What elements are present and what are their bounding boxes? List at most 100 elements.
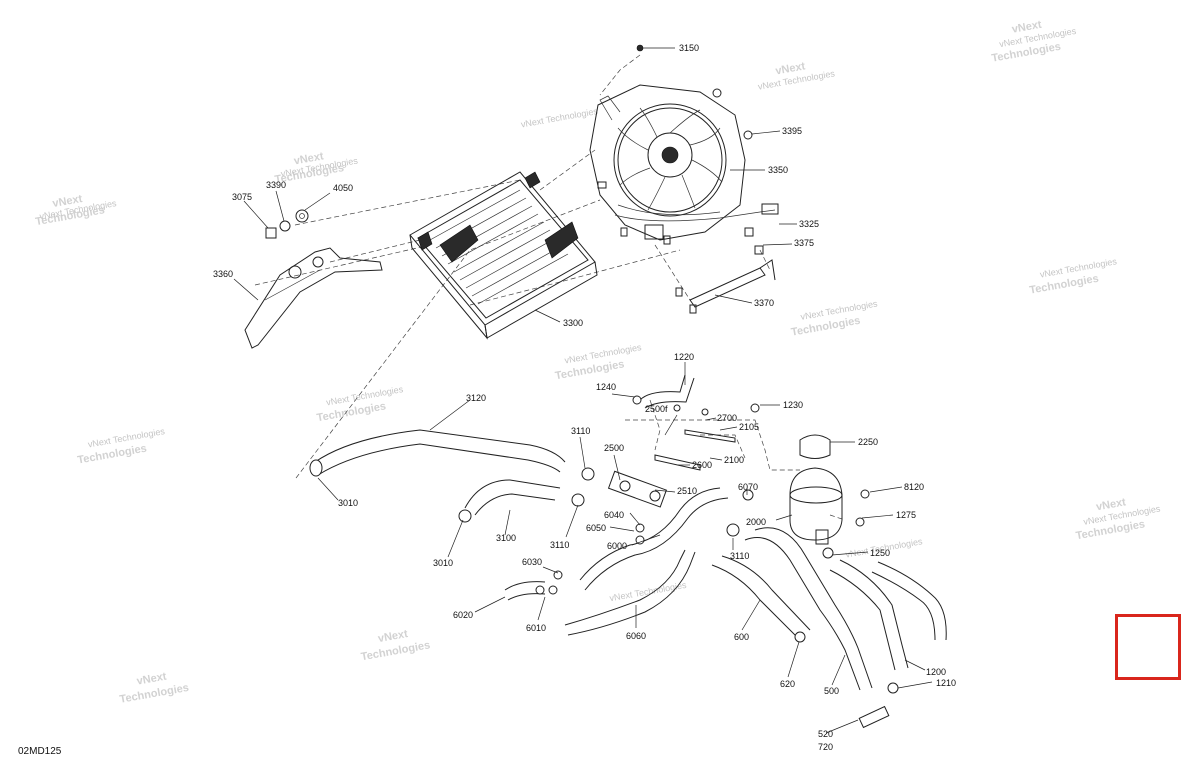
callout-3100[interactable]: 3100 — [496, 533, 516, 543]
callout-3390[interactable]: 3390 — [266, 180, 286, 190]
callout-3075[interactable]: 3075 — [232, 192, 252, 202]
fan-assembly — [589, 84, 779, 241]
callout-6050[interactable]: 6050 — [586, 523, 606, 533]
callout-2500[interactable]: 2500 — [604, 443, 624, 453]
watermark: vNext Technologies — [119, 671, 190, 706]
hose-3100 — [464, 479, 561, 516]
callout-2600[interactable]: 2600 — [692, 460, 712, 470]
callout-3110-c[interactable]: 3110 — [730, 551, 749, 561]
hose-500 — [744, 527, 873, 691]
callout-6060[interactable]: 6060 — [626, 631, 646, 641]
callout-3325[interactable]: 3325 — [799, 219, 819, 229]
diagram-code: 02MD125 — [18, 746, 62, 757]
callout-520[interactable]: 520 — [818, 729, 833, 739]
svg-text:vNext Technologies: vNext Technologies — [609, 580, 688, 603]
svg-text:Technologies: Technologies — [77, 443, 148, 467]
bracket-3360 — [244, 247, 383, 349]
pipe-2500 — [607, 470, 668, 508]
washer-4050 — [295, 209, 309, 223]
radiator — [409, 171, 598, 340]
callout-2105[interactable]: 2105 — [739, 422, 759, 432]
leader-lines — [233, 47, 933, 734]
callout-3370[interactable]: 3370 — [754, 298, 774, 308]
svg-text:vNext: vNext — [136, 671, 168, 688]
callout-500[interactable]: 500 — [824, 686, 839, 696]
callout-6070[interactable]: 6070 — [738, 482, 758, 492]
callout-2700[interactable]: 2700 — [717, 413, 737, 423]
callout-2250[interactable]: 2250 — [858, 437, 878, 447]
callout-1240[interactable]: 1240 — [596, 382, 616, 392]
svg-text:vNext: vNext — [1011, 19, 1043, 36]
hose-3120 — [309, 429, 566, 477]
hose-6060 — [564, 549, 696, 636]
callout-3120[interactable]: 3120 — [466, 393, 486, 403]
hose-1220 — [639, 374, 695, 409]
callout-6000[interactable]: 6000 — [607, 541, 627, 551]
bracket-3370 — [675, 259, 776, 314]
callout-3010-b[interactable]: 3010 — [433, 558, 453, 568]
callout-4050[interactable]: 4050 — [333, 183, 353, 193]
watermark: vNext Technologies Technologies — [554, 342, 642, 382]
watermark: vNext Technologies Technologies — [316, 384, 404, 424]
callout-3360[interactable]: 3360 — [213, 269, 233, 279]
clamps — [458, 395, 899, 729]
callout-2100[interactable]: 2100 — [724, 455, 744, 465]
fastener-3390 — [279, 220, 291, 232]
callout-labels: 3150 3395 3350 3325 3375 3370 3390 4050 … — [213, 43, 956, 752]
watermark: vNext Technologies Technologies — [1029, 256, 1118, 297]
callout-1220[interactable]: 1220 — [674, 352, 694, 362]
watermark: vNext Technologies — [609, 580, 688, 603]
selection-highlight-box[interactable] — [1115, 614, 1181, 680]
expansion-tank — [789, 434, 843, 545]
watermark: vNext Technologies — [520, 106, 599, 129]
hose-6000 — [579, 487, 729, 591]
watermark: vNext vNext Technologies Technologies — [1075, 496, 1162, 542]
svg-text:vNext: vNext — [377, 628, 409, 645]
svg-text:Technologies: Technologies — [119, 682, 190, 706]
svg-text:vNext: vNext — [1095, 496, 1127, 513]
svg-text:Technologies: Technologies — [360, 639, 431, 663]
watermark: vNext Technologies — [360, 628, 431, 663]
watermark-layer: vNext Technologies vNext Technologies vN… — [35, 19, 1162, 706]
callout-3110-a[interactable]: 3110 — [571, 426, 590, 436]
callout-3375[interactable]: 3375 — [794, 238, 814, 248]
svg-text:Technologies: Technologies — [1029, 273, 1100, 297]
callout-720[interactable]: 720 — [818, 742, 833, 752]
svg-text:vNext: vNext — [293, 150, 325, 167]
callout-1200[interactable]: 1200 — [926, 667, 946, 677]
hose-600 — [711, 555, 811, 641]
callout-3395[interactable]: 3395 — [782, 126, 802, 136]
callout-6020[interactable]: 6020 — [453, 610, 473, 620]
callout-6010[interactable]: 6010 — [526, 623, 546, 633]
hose-1200 — [829, 559, 947, 671]
callout-2000[interactable]: 2000 — [746, 517, 766, 527]
callout-2510[interactable]: 2510 — [677, 486, 697, 496]
callout-2500f[interactable]: 2500f — [645, 404, 668, 414]
fan-screws — [597, 44, 764, 255]
callout-620[interactable]: 620 — [780, 679, 795, 689]
svg-text:vNext: vNext — [52, 193, 84, 210]
callout-3150[interactable]: 3150 — [679, 43, 699, 53]
callout-3110-b[interactable]: 3110 — [550, 540, 569, 550]
fan-blades — [617, 107, 723, 211]
fastener-3075 — [265, 227, 277, 239]
watermark: vNext Technologies Technologies — [77, 426, 166, 467]
svg-text:vNext Technologies: vNext Technologies — [520, 106, 599, 129]
watermark: vNext Technologies Technologies — [790, 298, 878, 338]
watermark: vNext vNext Technologies Technologies — [991, 19, 1078, 65]
callout-8120[interactable]: 8120 — [904, 482, 924, 492]
callout-1250[interactable]: 1250 — [870, 548, 890, 558]
svg-text:vNext: vNext — [775, 60, 807, 77]
callout-1275[interactable]: 1275 — [896, 510, 916, 520]
callout-600[interactable]: 600 — [734, 632, 749, 642]
callout-3300[interactable]: 3300 — [563, 318, 583, 328]
callout-3350[interactable]: 3350 — [768, 165, 788, 175]
callout-6040[interactable]: 6040 — [604, 510, 624, 520]
watermark: vNext Technologies vNext Technologies — [274, 150, 359, 186]
watermark: vNext vNext Technologies — [757, 60, 836, 91]
callout-6030[interactable]: 6030 — [522, 557, 542, 567]
watermark: vNext Technologies vNext Technologies — [35, 193, 118, 228]
callout-1210[interactable]: 1210 — [936, 678, 956, 688]
callout-3010-a[interactable]: 3010 — [338, 498, 358, 508]
callout-1230[interactable]: 1230 — [783, 400, 803, 410]
